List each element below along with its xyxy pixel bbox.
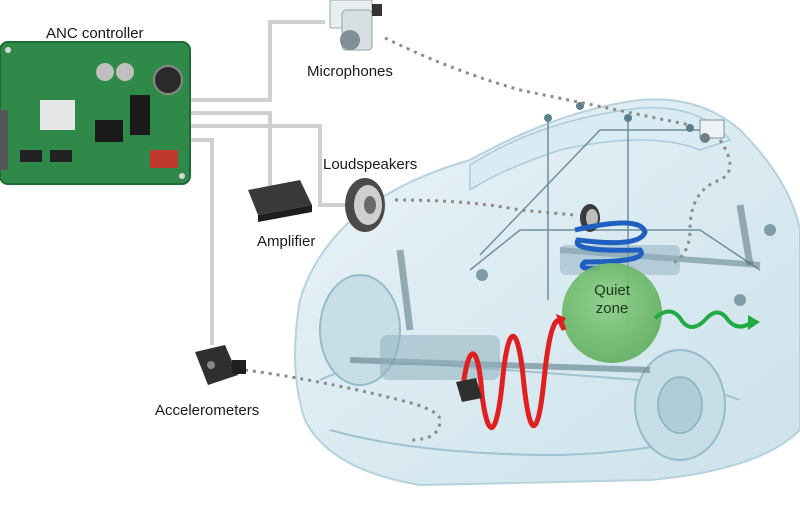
- loudspeakers-label: Loudspeakers: [323, 156, 418, 173]
- accelerometer-icon: [195, 345, 246, 385]
- amplifier-label: Amplifier: [257, 233, 316, 250]
- quiet-zone-label: Quiet zone: [582, 282, 642, 318]
- loudspeaker-icon: [345, 178, 385, 232]
- microphone-icon: [329, 0, 382, 51]
- chassis-accelerometer-icon: [456, 378, 482, 402]
- quiet-zone-label-line1: Quiet: [594, 282, 630, 299]
- roof-microphone-icon: [699, 119, 725, 143]
- quiet-zone: [562, 263, 662, 363]
- controller-label: ANC controller: [46, 25, 144, 42]
- pcb-board-icon: [0, 41, 191, 185]
- vibration-wave: [459, 318, 567, 431]
- accelerometers-label: Accelerometers: [155, 402, 260, 419]
- vibration-arrowhead: [556, 314, 566, 328]
- amplifier-icon: [248, 180, 312, 222]
- output-arrowhead: [748, 315, 760, 330]
- microphones-label: Microphones: [307, 63, 393, 80]
- signal-paths: [244, 36, 732, 442]
- output-wave: [653, 309, 754, 329]
- anti-noise-wave: [574, 220, 648, 271]
- quiet-zone-label-line2: zone: [595, 300, 629, 317]
